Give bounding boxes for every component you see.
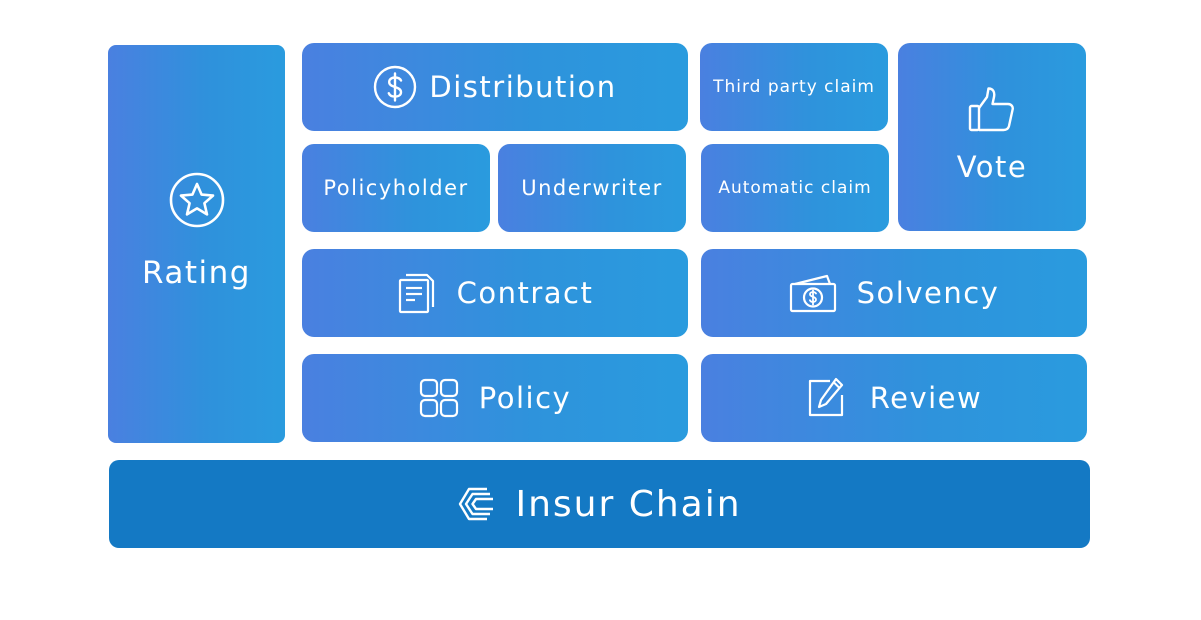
rating-tile[interactable]: Rating — [108, 45, 285, 443]
insur-chain-logo-icon — [457, 483, 499, 525]
policy-tile[interactable]: Policy — [302, 354, 688, 442]
insur-chain-base[interactable]: Insur Chain — [109, 460, 1090, 548]
distribution-tile[interactable]: Distribution — [302, 43, 688, 131]
underwriter-tile[interactable]: Underwriter — [498, 144, 686, 232]
automatic-claim-tile[interactable]: Automatic claim — [701, 144, 889, 232]
rating-label: Rating — [142, 255, 251, 291]
review-tile[interactable]: Review — [701, 354, 1087, 442]
solvency-tile[interactable]: Solvency — [701, 249, 1087, 337]
contract-tile[interactable]: Contract — [302, 249, 688, 337]
dollar-coin-icon — [373, 65, 417, 109]
review-label: Review — [869, 381, 983, 415]
money-bill-icon — [789, 272, 837, 314]
star-icon — [168, 171, 226, 229]
third-party-claim-label: Third party claim — [713, 77, 875, 97]
third-party-claim-tile[interactable]: Third party claim — [700, 43, 888, 131]
vote-label: Vote — [956, 150, 1028, 184]
solvency-label: Solvency — [856, 276, 1000, 310]
underwriter-label: Underwriter — [521, 176, 663, 200]
vote-tile[interactable]: Vote — [898, 43, 1086, 231]
policyholder-label: Policyholder — [323, 176, 469, 200]
insur-chain-label: Insur Chain — [515, 483, 742, 525]
edit-icon — [806, 377, 846, 419]
contract-label: Contract — [456, 276, 594, 310]
grid-icon — [419, 378, 459, 418]
policy-label: Policy — [478, 381, 572, 415]
policyholder-tile[interactable]: Policyholder — [302, 144, 490, 232]
automatic-claim-label: Automatic claim — [718, 178, 872, 198]
distribution-label: Distribution — [429, 70, 617, 104]
document-icon — [397, 271, 437, 315]
thumbs-up-icon — [966, 84, 1018, 136]
